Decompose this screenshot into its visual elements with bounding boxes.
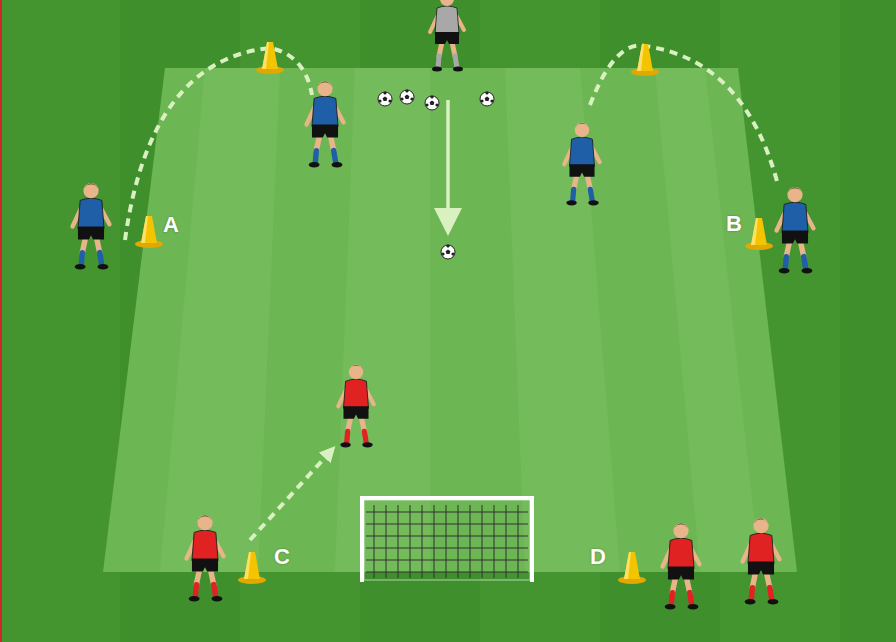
cone-label: C: [274, 544, 290, 569]
cone-label-holder: B: [726, 213, 742, 235]
cone-label-holder: A: [163, 214, 179, 236]
goal: [362, 498, 532, 582]
cone-label: B: [726, 211, 742, 236]
cone-label-holder: D: [590, 546, 606, 568]
cone-label-holder: C: [274, 546, 290, 568]
cone-label: D: [590, 544, 606, 569]
cone-label: A: [163, 212, 179, 237]
